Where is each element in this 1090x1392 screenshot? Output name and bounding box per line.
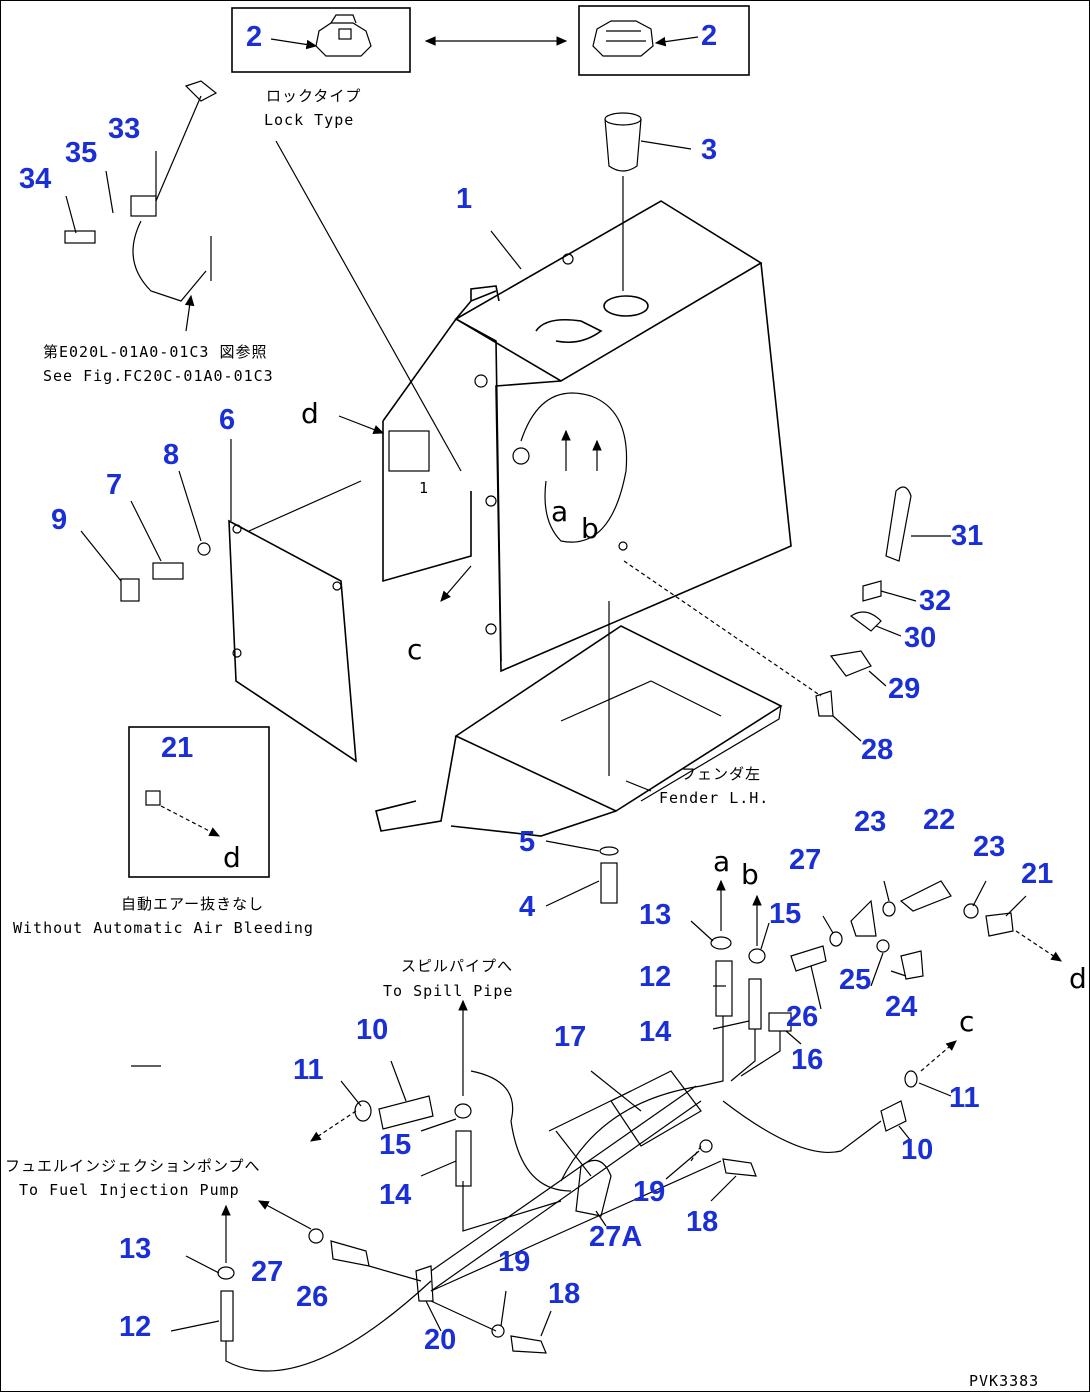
callout-27: 27 <box>789 844 821 876</box>
ref-d: d <box>301 397 319 430</box>
callout-9: 9 <box>51 504 67 536</box>
callout-7: 7 <box>106 469 122 501</box>
standard-cap-box <box>578 5 750 76</box>
callout-26: 26 <box>296 1281 328 1313</box>
callout-10: 10 <box>356 1014 388 1046</box>
callout-12: 12 <box>639 961 671 993</box>
bolt-washer-set <box>120 542 211 602</box>
callout-5: 5 <box>519 826 535 858</box>
callout-27a: 27A <box>589 1221 642 1253</box>
callout-28: 28 <box>861 734 893 766</box>
filler-strainer <box>604 112 642 172</box>
see-fig-label-en: See Fig.FC20C-01A0-01C3 <box>43 367 274 385</box>
cover-plate <box>228 519 357 763</box>
callout-15: 15 <box>379 1129 411 1161</box>
reference-letters: d a b c d a b d c <box>223 397 1087 1038</box>
callout-4: 4 <box>519 891 535 923</box>
tank-bracket-plate: 1 <box>382 317 530 662</box>
callout-22: 22 <box>923 804 955 836</box>
callout-18: 18 <box>548 1278 580 1310</box>
callout-23: 23 <box>973 831 1005 863</box>
drawing-code: PVK3383 <box>969 1372 1039 1390</box>
callout-26: 26 <box>786 1001 818 1033</box>
callout-20: 20 <box>424 1324 456 1356</box>
callout-numbers: 2 2 3 1 33 35 34 6 8 7 9 31 32 30 29 28 … <box>19 20 1053 1356</box>
ref-c: c <box>959 1005 974 1038</box>
clamp-bolts <box>491 1139 757 1354</box>
see-fig-label-jp: 第E020L-01A0-01C3 図参照 <box>43 343 268 361</box>
ref-b: b <box>741 858 759 891</box>
callout-19: 19 <box>633 1176 665 1208</box>
ref-a: a <box>713 845 730 878</box>
callout-27: 27 <box>251 1256 283 1288</box>
callout-11: 11 <box>949 1082 980 1114</box>
callout-16: 16 <box>791 1044 823 1076</box>
spill-hose-parts <box>354 1095 472 1187</box>
callout-23: 23 <box>854 806 886 838</box>
callout-30: 30 <box>904 622 936 654</box>
callout-18: 18 <box>686 1206 718 1238</box>
fender-lh <box>375 625 783 837</box>
callout-32: 32 <box>919 585 951 617</box>
callout-31: 31 <box>951 520 983 552</box>
air-bleed-label-en: Without Automatic Air Bleeding <box>13 919 314 937</box>
callout-21: 21 <box>161 732 193 764</box>
spill-pipe-label-jp: スピルパイプへ <box>401 957 513 975</box>
ref-a: a <box>551 495 568 528</box>
without-air-bleeding-box <box>128 726 270 878</box>
callout-13: 13 <box>119 1233 151 1265</box>
pipe-clamp-assembly <box>415 1070 702 1302</box>
tank-mark-label: 1 <box>419 479 429 497</box>
callout-10: 10 <box>901 1134 933 1166</box>
lock-type-label-en: Lock Type <box>264 111 354 129</box>
standard-cap-icon <box>592 20 654 57</box>
callout-2: 2 <box>246 21 262 53</box>
lock-type-label-jp: ロックタイプ <box>266 87 361 105</box>
callout-1: 1 <box>456 183 472 215</box>
callout-24: 24 <box>885 991 917 1023</box>
callout-34: 34 <box>19 163 51 195</box>
injection-pump-label-jp: フュエルインジェクションポンプへ <box>5 1157 261 1175</box>
callout-35: 35 <box>65 137 97 169</box>
callout-14: 14 <box>379 1179 411 1211</box>
callout-12: 12 <box>119 1311 151 1343</box>
callout-13: 13 <box>639 899 671 931</box>
ref-d: d <box>223 841 241 874</box>
callout-17: 17 <box>554 1021 586 1053</box>
fuel-tank <box>454 200 792 673</box>
return-hose-fittings <box>790 880 1014 980</box>
callout-6: 6 <box>219 404 235 436</box>
fender-label-jp: フェンダ左 <box>681 765 761 783</box>
ref-c: c <box>407 633 422 666</box>
callout-3: 3 <box>701 134 717 166</box>
fender-label-en: Fender L.H. <box>659 789 769 807</box>
callout-29: 29 <box>888 673 920 705</box>
injection-pump-label-en: To Fuel Injection Pump <box>19 1181 240 1199</box>
annotation-labels: ロックタイプ Lock Type 第E020L-01A0-01C3 図参照 Se… <box>5 87 1039 1390</box>
callout-11: 11 <box>293 1054 324 1086</box>
level-gauge <box>64 80 218 332</box>
tank-mount-bolt <box>599 846 619 904</box>
callout-2: 2 <box>701 20 717 52</box>
callout-33: 33 <box>108 113 140 145</box>
injection-pump-hose <box>217 1228 370 1342</box>
lock-type-box <box>231 7 411 73</box>
ref-d: d <box>1069 962 1087 995</box>
return-line-parts <box>880 1070 918 1132</box>
lock-cap-icon <box>315 14 372 57</box>
callout-25: 25 <box>839 964 871 996</box>
fuel-piping <box>225 1016 882 1372</box>
air-bleed-plug <box>145 790 161 806</box>
air-bleed-label-jp: 自動エアー抜きなし <box>121 895 264 913</box>
callout-8: 8 <box>163 439 179 471</box>
callout-19: 19 <box>498 1246 530 1278</box>
callout-14: 14 <box>639 1016 671 1048</box>
ref-b: b <box>581 512 599 545</box>
spill-pipe-label-en: To Spill Pipe <box>383 982 513 1000</box>
callout-15: 15 <box>769 898 801 930</box>
callout-21: 21 <box>1021 858 1053 890</box>
